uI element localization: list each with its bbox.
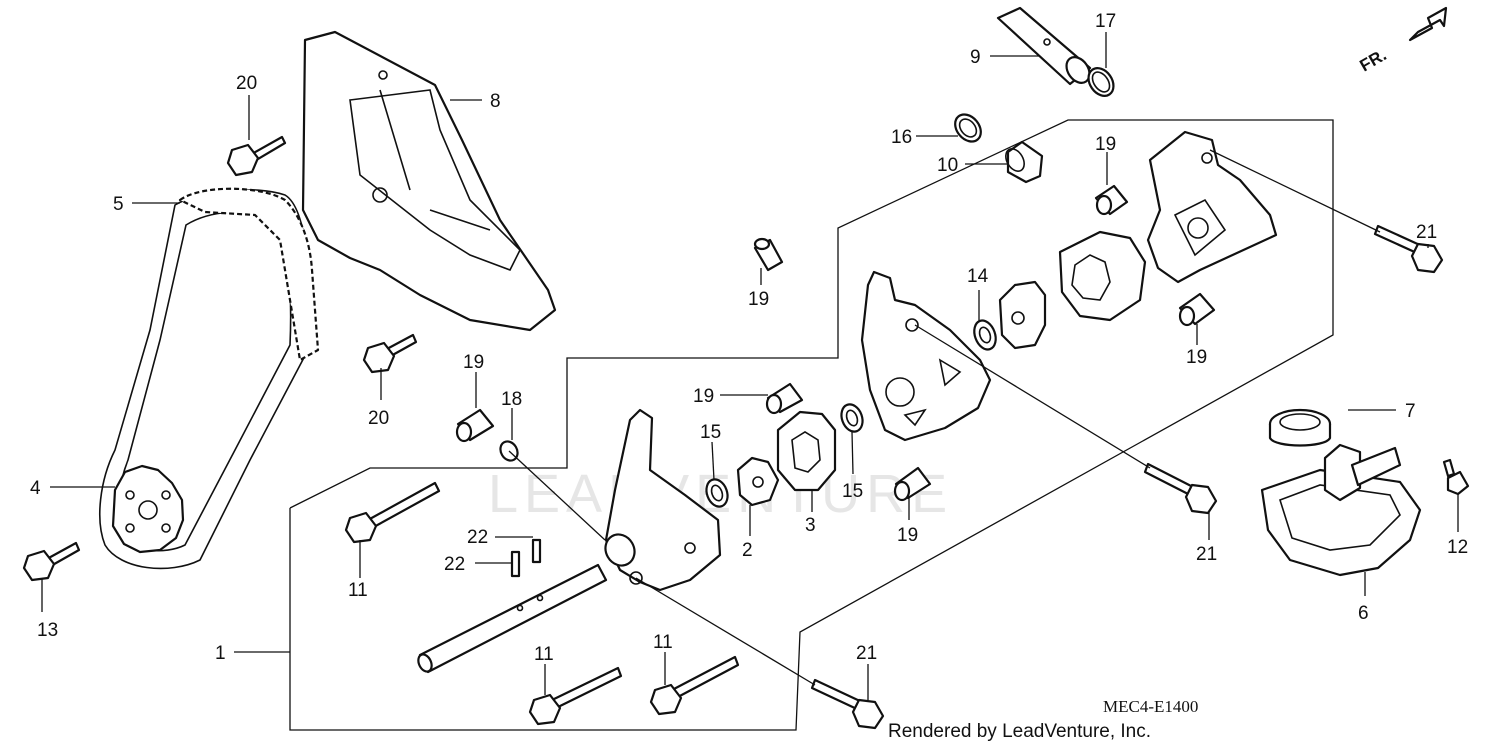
diagram-code: MEC4-E1400 bbox=[1103, 697, 1198, 716]
callout-11-upper: 11 bbox=[348, 580, 368, 601]
callout-19-d: 19 bbox=[693, 386, 714, 407]
callout-13: 13 bbox=[37, 620, 58, 641]
part-12-bolt[interactable] bbox=[1442, 458, 1470, 496]
assembly-outline bbox=[289, 119, 1334, 731]
leader-lines bbox=[41, 32, 1459, 700]
callout-10: 10 bbox=[937, 155, 958, 176]
callout-18: 18 bbox=[501, 389, 522, 410]
part-19-dowel-pin-f[interactable] bbox=[893, 466, 932, 502]
pump-front-body[interactable] bbox=[600, 408, 722, 592]
part-13-bolt[interactable] bbox=[22, 541, 81, 582]
callout-20-lower: 20 bbox=[368, 408, 389, 429]
pump-inner-rotor-upper[interactable] bbox=[998, 280, 1047, 350]
callout-21-lower: 21 bbox=[856, 643, 877, 664]
part-14-oil-seal[interactable] bbox=[970, 317, 999, 352]
callout-19-e: 19 bbox=[463, 352, 484, 373]
pump-drive-shaft[interactable] bbox=[416, 563, 608, 674]
callout-9: 9 bbox=[970, 47, 981, 68]
callout-2: 2 bbox=[742, 540, 753, 561]
render-credit: Rendered by LeadVenture, Inc. bbox=[888, 721, 1151, 742]
part-20-bolt-lower[interactable] bbox=[362, 333, 418, 374]
part-20-bolt-upper[interactable] bbox=[226, 135, 287, 177]
callout-14: 14 bbox=[967, 266, 989, 287]
callout-5: 5 bbox=[113, 194, 124, 215]
part-11-bolt-lower-right[interactable] bbox=[649, 655, 740, 716]
callout-3: 3 bbox=[805, 515, 816, 536]
part-21-bolt-lower[interactable] bbox=[810, 678, 885, 730]
part-8-cover-plate[interactable] bbox=[301, 30, 557, 332]
callout-17: 17 bbox=[1095, 11, 1116, 32]
pump-middle-body[interactable] bbox=[860, 270, 992, 442]
part-21-bolt-upper-right[interactable] bbox=[1373, 224, 1444, 274]
part-7-grommet[interactable] bbox=[1268, 408, 1332, 447]
part-16-o-ring[interactable] bbox=[950, 109, 986, 146]
part-11-bolt-upper[interactable] bbox=[344, 481, 441, 544]
part-15-oil-seal-lower[interactable] bbox=[703, 476, 731, 509]
part-17-o-ring[interactable] bbox=[1083, 63, 1118, 100]
callout-21-middle: 21 bbox=[1196, 544, 1217, 565]
part-11-bolt-lower-left[interactable] bbox=[528, 666, 623, 726]
part-4-sprocket[interactable] bbox=[111, 464, 185, 554]
part-22-pin-b[interactable] bbox=[510, 550, 521, 578]
callout-4: 4 bbox=[30, 478, 41, 499]
callout-6: 6 bbox=[1358, 603, 1369, 624]
part-19-dowel-pin-a[interactable] bbox=[753, 237, 784, 272]
callout-12: 12 bbox=[1447, 537, 1468, 558]
part-2-inner-rotor[interactable] bbox=[736, 456, 780, 507]
callout-19-f: 19 bbox=[897, 525, 918, 546]
callout-15-right: 15 bbox=[842, 481, 863, 502]
part-19-dowel-pin-e[interactable] bbox=[455, 408, 495, 443]
callout-19-c: 19 bbox=[1186, 347, 1207, 368]
callout-11-lower-left: 11 bbox=[534, 644, 554, 665]
part-10-collar[interactable] bbox=[1002, 140, 1044, 184]
front-direction-arrow-icon: FR. bbox=[1357, 6, 1448, 75]
callout-15-left: 15 bbox=[700, 422, 721, 443]
part-15-oil-seal-upper[interactable] bbox=[838, 401, 866, 434]
callout-labels: 1 2 3 4 5 6 7 8 9 10 11 11 11 12 13 14 1… bbox=[30, 11, 1468, 665]
callout-21-upper-right: 21 bbox=[1416, 222, 1437, 243]
part-9-pin-shaft[interactable] bbox=[996, 6, 1094, 87]
callout-7: 7 bbox=[1405, 401, 1416, 422]
part-19-dowel-pin-d[interactable] bbox=[765, 382, 804, 415]
part-22-pin-a[interactable] bbox=[531, 538, 542, 564]
part-21-bolt-middle[interactable] bbox=[1143, 462, 1218, 515]
callout-1: 1 bbox=[215, 643, 226, 664]
callout-19-b: 19 bbox=[748, 289, 769, 310]
callout-8: 8 bbox=[490, 91, 501, 112]
callout-11-lower-right: 11 bbox=[653, 632, 673, 653]
pump-outer-rotor-upper[interactable] bbox=[1058, 230, 1147, 322]
callout-16: 16 bbox=[891, 127, 912, 148]
callout-19-a: 19 bbox=[1095, 134, 1116, 155]
part-19-dowel-pin-b[interactable] bbox=[1094, 184, 1129, 216]
callout-20-upper: 20 bbox=[236, 73, 257, 94]
svg-text:FR.: FR. bbox=[1357, 45, 1390, 75]
part-19-dowel-pin-c[interactable] bbox=[1178, 292, 1216, 327]
pump-outer-rotor-lower[interactable] bbox=[776, 410, 837, 492]
part-6-oil-strainer[interactable] bbox=[1260, 443, 1422, 577]
callout-22-lower: 22 bbox=[444, 554, 465, 575]
pump-rear-housing[interactable] bbox=[1146, 130, 1278, 284]
callout-22-upper: 22 bbox=[467, 527, 488, 548]
